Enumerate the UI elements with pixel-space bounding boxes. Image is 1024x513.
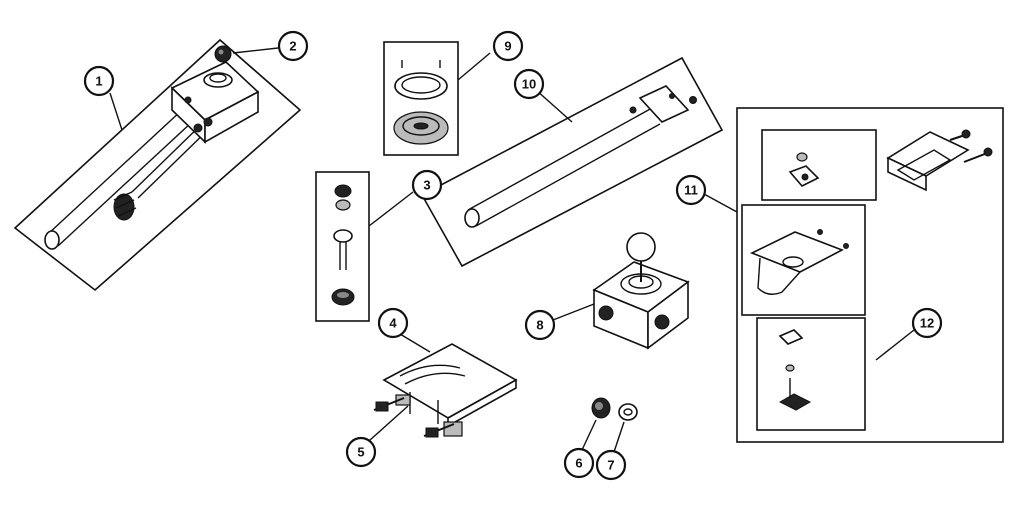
part-1-handle-assembly: [13, 38, 302, 292]
callout-8: 8: [524, 309, 556, 341]
callout-label: 11: [684, 183, 698, 198]
part-5-connector: [373, 397, 455, 438]
callout-6: 6: [563, 447, 595, 479]
callout-label: 7: [607, 458, 614, 473]
part-3-bushing-set: [315, 171, 370, 322]
part-11-plate-set: [750, 152, 849, 295]
callout-label: 10: [522, 77, 536, 92]
callout-5: 5: [345, 436, 377, 468]
leader-lines: [109, 47, 915, 453]
callout-3: 3: [411, 169, 443, 201]
part-12-fastener-set: [778, 329, 812, 411]
callout-label: 5: [357, 445, 364, 460]
callout-label: 9: [504, 39, 511, 54]
callout-9: 9: [492, 30, 524, 62]
callout-label: 4: [389, 316, 397, 331]
part-10-rod-assembly: [420, 56, 724, 268]
callout-7: 7: [595, 449, 627, 481]
part-9-gasket-set: [383, 41, 459, 156]
callout-4: 4: [377, 307, 409, 339]
callout-label: 1: [95, 74, 102, 89]
part-6-nut: [591, 397, 611, 419]
part-4-bracket: [382, 343, 518, 437]
part-7-clip: [618, 403, 638, 421]
callout-label: 12: [920, 316, 934, 331]
part-2-knob: [214, 45, 232, 63]
callout-10: 10: [513, 68, 545, 100]
callout-12: 12: [911, 307, 943, 339]
callout-11: 11: [675, 174, 707, 206]
callout-2: 2: [277, 30, 309, 62]
callout-1: 1: [83, 65, 115, 97]
callout-label: 8: [536, 318, 543, 333]
part-8-joystick: [592, 232, 690, 350]
part-11-12-assembly-frame: [736, 107, 1004, 443]
callout-label: 2: [289, 39, 296, 54]
channel-bracket: [886, 129, 993, 192]
callout-label: 3: [423, 178, 430, 193]
callout-label: 6: [575, 456, 582, 471]
